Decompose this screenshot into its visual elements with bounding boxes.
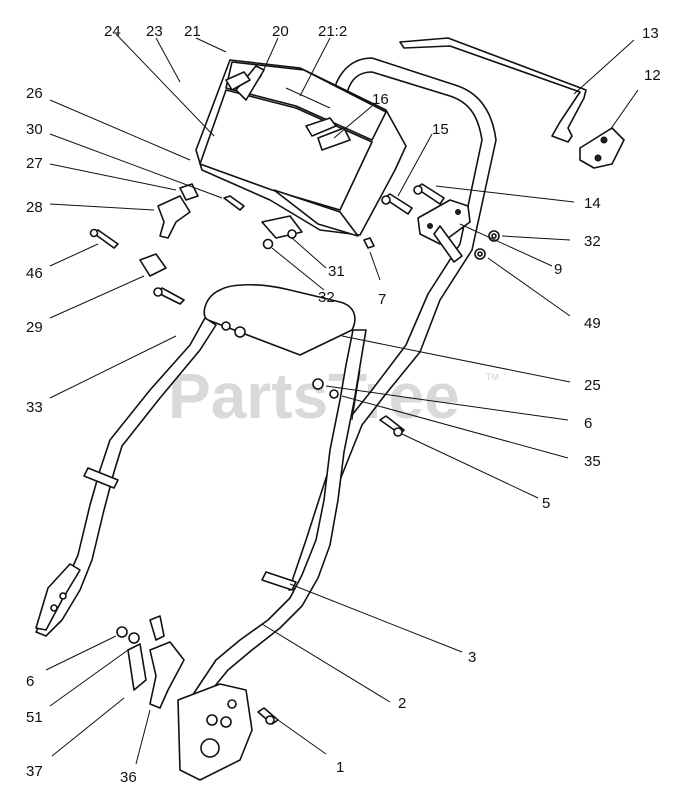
- clip-27: [179, 183, 199, 201]
- deck-mount: [177, 683, 253, 781]
- callout-49: 49: [584, 315, 601, 332]
- spring-37: [127, 643, 147, 691]
- nut-6-upper: [312, 378, 339, 399]
- clamp-31: [261, 215, 303, 239]
- callout-36: 36: [120, 769, 137, 786]
- lower-handle: [35, 284, 367, 717]
- callout-15: 15: [432, 121, 449, 138]
- hardware-33: [221, 321, 246, 338]
- watermark-trademark: TM: [486, 372, 499, 382]
- callout-51: 51: [26, 709, 43, 726]
- nut-32-left: [262, 238, 274, 250]
- bolt-14: [413, 183, 445, 205]
- callout-21: 21: [184, 23, 201, 40]
- callout-28: 28: [26, 199, 43, 216]
- spring-29: [139, 253, 167, 277]
- screw-30: [223, 195, 245, 211]
- callout-26: 26: [26, 85, 43, 102]
- callout-13: 13: [642, 25, 659, 42]
- throttle-rod: [399, 37, 625, 169]
- bolt-5: [379, 415, 405, 437]
- screw-46: [89, 228, 119, 249]
- callout-30: 30: [26, 121, 43, 138]
- callout-2: 2: [398, 695, 406, 712]
- bolt-33: [153, 287, 185, 305]
- nut-49: [474, 248, 486, 260]
- callout-24: 24: [104, 23, 121, 40]
- mounting-bracket: [417, 199, 471, 263]
- callout-7: 7: [378, 291, 386, 308]
- nut-6-lower: [116, 626, 128, 638]
- callout-6-lower: 6: [26, 673, 34, 690]
- knob-28: [157, 195, 191, 239]
- callout-5: 5: [542, 495, 550, 512]
- callout-23: 23: [146, 23, 163, 40]
- pivot-bracket: [149, 615, 185, 709]
- callout-20: 20: [272, 23, 289, 40]
- bolt-15: [381, 193, 413, 215]
- watermark-text: PartsTree: [168, 360, 460, 432]
- callout-16: 16: [372, 91, 389, 108]
- callout-31: 31: [328, 263, 345, 280]
- callout-21-2: 21:2: [318, 23, 347, 40]
- callout-35: 35: [584, 453, 601, 470]
- callout-46: 46: [26, 265, 43, 282]
- callout-labels: 24 23 21 20 21:2 13 12 26 16 30 15 27 14…: [26, 23, 661, 786]
- callout-25: 25: [584, 377, 601, 394]
- washer-51: [128, 632, 140, 644]
- callout-9: 9: [554, 261, 562, 278]
- control-box: [195, 59, 407, 237]
- callout-12: 12: [644, 67, 661, 84]
- screw-7: [363, 237, 375, 249]
- callout-32-right: 32: [584, 233, 601, 250]
- callout-6-upper: 6: [584, 415, 592, 432]
- bolt-1: [257, 707, 279, 725]
- handle-clip-3: [261, 571, 297, 591]
- callout-29: 29: [26, 319, 43, 336]
- leader-lines: [45, 33, 639, 765]
- callout-27: 27: [26, 155, 43, 172]
- handle-clip-left: [83, 467, 119, 489]
- callout-32-left: 32: [318, 289, 335, 306]
- callout-14: 14: [584, 195, 601, 212]
- callout-1: 1: [336, 759, 344, 776]
- callout-33: 33: [26, 399, 43, 416]
- callout-3: 3: [468, 649, 476, 666]
- callout-37: 37: [26, 763, 43, 780]
